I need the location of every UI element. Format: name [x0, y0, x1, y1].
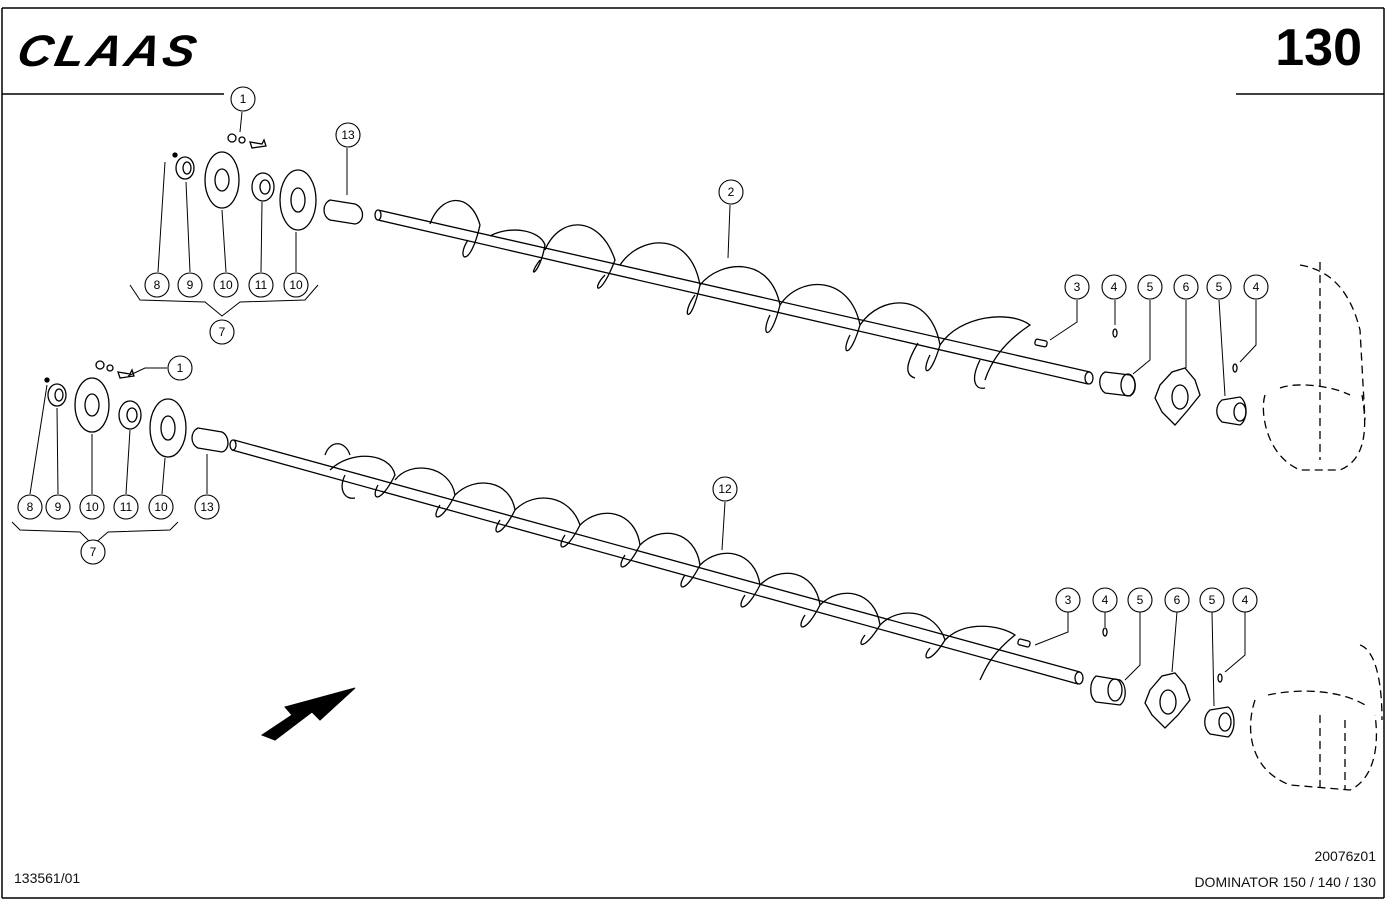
callout: 2 — [718, 179, 744, 205]
callout: 13 — [335, 122, 361, 148]
svg-text:5: 5 — [1137, 593, 1144, 607]
svg-text:11: 11 — [120, 500, 133, 514]
callout: 8 — [144, 272, 170, 298]
callout: 12 — [712, 476, 738, 502]
callout: 10 — [213, 272, 239, 298]
drawing-code: 20076z01 — [1314, 848, 1376, 864]
svg-text:6: 6 — [1183, 280, 1190, 294]
svg-text:10: 10 — [85, 500, 99, 514]
model-designation: DOMINATOR 150 / 140 / 130 — [1194, 874, 1376, 890]
callout: 3 — [1064, 274, 1090, 300]
svg-text:4: 4 — [1111, 280, 1118, 294]
bottom-machine-outline — [1249, 644, 1383, 791]
top-auger-assembly — [129, 111, 1366, 471]
callout: 7 — [209, 319, 235, 345]
top-auger-shaft — [377, 209, 1091, 373]
bottom-bearing-group — [44, 360, 229, 458]
callout: 3 — [1055, 587, 1081, 613]
svg-text:5: 5 — [1209, 593, 1216, 607]
callout: 10 — [79, 494, 105, 520]
svg-text:13: 13 — [341, 128, 355, 142]
svg-text:10: 10 — [289, 278, 303, 292]
callout: 10 — [148, 494, 174, 520]
callout: 11 — [248, 272, 274, 298]
callout: 9 — [177, 272, 203, 298]
bottom-drive-parts — [1017, 627, 1235, 738]
callout: 10 — [283, 272, 309, 298]
svg-text:3: 3 — [1074, 280, 1081, 294]
svg-text:9: 9 — [187, 278, 194, 292]
callout: 4 — [1101, 274, 1127, 300]
svg-text:7: 7 — [219, 325, 226, 339]
callout: 5 — [1199, 587, 1225, 613]
top-bearing-group — [172, 133, 364, 231]
svg-text:13: 13 — [200, 500, 214, 514]
svg-text:11: 11 — [255, 278, 268, 292]
bottom-auger-assembly — [11, 360, 1383, 791]
top-auger-flights — [429, 199, 1032, 389]
svg-text:4: 4 — [1242, 593, 1249, 607]
page-number: 130 — [1275, 19, 1362, 77]
top-machine-outline — [1262, 262, 1366, 471]
callout: 11 — [113, 494, 139, 520]
callout: 5 — [1127, 587, 1153, 613]
bottom-auger-flights — [324, 443, 1017, 681]
callout: 5 — [1206, 274, 1232, 300]
callout: 9 — [45, 494, 71, 520]
callout: 4 — [1092, 587, 1118, 613]
callout: 5 — [1137, 274, 1163, 300]
svg-text:10: 10 — [154, 500, 168, 514]
svg-text:6: 6 — [1174, 593, 1181, 607]
svg-text:10: 10 — [219, 278, 233, 292]
callout: 4 — [1232, 587, 1258, 613]
svg-text:4: 4 — [1102, 593, 1109, 607]
svg-text:4: 4 — [1253, 280, 1260, 294]
frame-lines — [1, 7, 1385, 899]
svg-text:5: 5 — [1147, 280, 1154, 294]
bottom-auger-shaft — [233, 439, 1081, 673]
callout: 13 — [194, 494, 220, 520]
svg-text:1: 1 — [240, 92, 247, 106]
callout: 7 — [80, 539, 106, 565]
svg-text:12: 12 — [718, 482, 732, 496]
callout: 4 — [1243, 274, 1269, 300]
bottom-callouts: 1 8 9 10 11 10 13 7 12 3 4 5 6 5 4 — [17, 355, 1258, 613]
svg-text:8: 8 — [27, 500, 34, 514]
arrow-up-right-icon — [260, 687, 356, 741]
svg-text:8: 8 — [154, 278, 161, 292]
callout: 6 — [1164, 587, 1190, 613]
top-drive-parts — [1034, 328, 1247, 426]
bottom-leader-lines — [11, 367, 1246, 707]
top-leader-lines — [129, 111, 1257, 397]
svg-text:3: 3 — [1065, 593, 1072, 607]
callout: 1 — [230, 86, 256, 112]
doc-number: 133561/01 — [14, 870, 81, 886]
svg-text:1: 1 — [177, 361, 184, 375]
svg-text:2: 2 — [728, 185, 735, 199]
top-callouts: 1 13 2 8 9 10 11 10 7 3 4 5 6 5 4 — [144, 86, 1269, 345]
svg-text:7: 7 — [90, 545, 97, 559]
callout: 1 — [167, 355, 193, 381]
callout: 6 — [1173, 274, 1199, 300]
svg-text:5: 5 — [1216, 280, 1223, 294]
callout: 8 — [17, 494, 43, 520]
svg-text:9: 9 — [55, 500, 62, 514]
